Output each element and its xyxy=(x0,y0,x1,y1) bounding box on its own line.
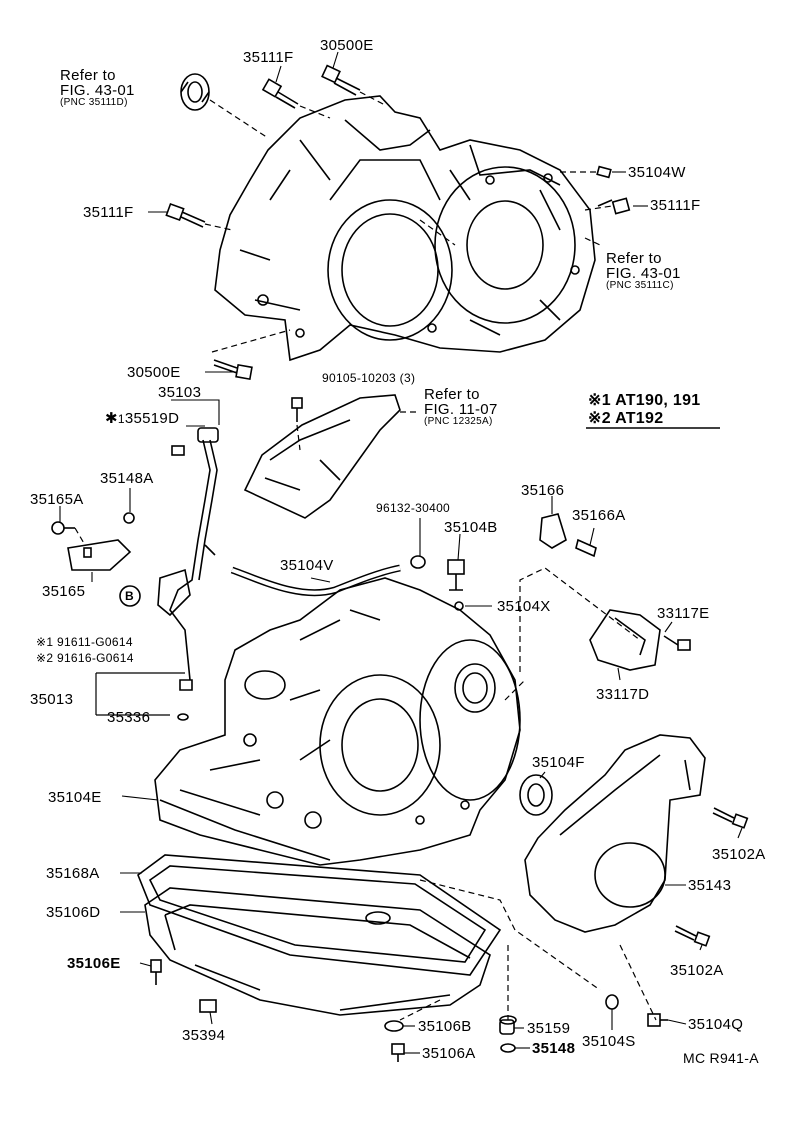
part-33117D: 33117D xyxy=(596,686,650,703)
part-35336: 35336 xyxy=(107,709,151,726)
bracket-35166 xyxy=(539,513,597,558)
ref-left-line1: Refer to xyxy=(60,67,116,84)
part-30500E-mid: 30500E xyxy=(127,364,181,381)
oil-seal-35104f xyxy=(519,774,553,816)
part-35166A: 35166A xyxy=(572,507,626,524)
o-ring-35336 xyxy=(177,713,189,721)
ref-right-line2: FIG. 43-01 xyxy=(606,265,681,282)
leader-dashes-upper xyxy=(204,91,613,353)
leader-lines xyxy=(59,51,743,1054)
ref-right-line3: (PNC 35111C) xyxy=(606,280,674,291)
part-35104X: 35104X xyxy=(497,598,551,615)
ref-left-line3: (PNC 35111D) xyxy=(60,97,128,108)
part-33117E: 33117E xyxy=(657,605,710,622)
oil-seal-left xyxy=(180,73,210,111)
ref-left-line2: FIG. 43-01 xyxy=(60,82,135,99)
bolt-35102a-top xyxy=(712,807,749,829)
ref-note-right: Refer to FIG. 43-01 (PNC 35111C) xyxy=(606,251,681,291)
part-35106A: 35106A xyxy=(422,1045,476,1062)
part-35148A: 35148A xyxy=(100,470,154,487)
part-35165A: 35165A xyxy=(30,491,84,508)
plug-35159 xyxy=(499,1019,515,1035)
part-35519D: ✱※1135519D xyxy=(105,410,180,427)
part-35106D: 35106D xyxy=(46,904,101,921)
circle-b-symbol xyxy=(119,585,141,607)
part-35106E: 35106E xyxy=(67,955,121,972)
lower-transaxle-case xyxy=(154,577,521,866)
plug-35106a xyxy=(391,1043,405,1062)
part-91611: ※1 91611-G0614 xyxy=(36,635,133,649)
gasket-35106b xyxy=(384,1020,404,1032)
part-35104S: 35104S xyxy=(582,1033,636,1050)
part-35168A: 35168A xyxy=(46,865,100,882)
part-35143: 35143 xyxy=(688,877,732,894)
side-cover-35143 xyxy=(524,734,706,933)
part-35159: 35159 xyxy=(527,1020,571,1037)
sup-1: 1 xyxy=(117,412,125,426)
breather-hose xyxy=(230,564,401,597)
bolt-35165a xyxy=(51,521,75,535)
part-35104F: 35104F xyxy=(532,754,585,771)
part-35106B: 35106B xyxy=(418,1018,472,1035)
ref-note-mid: Refer to FIG. 11-07 (PNC 12325A) xyxy=(424,387,498,427)
bolts-upper xyxy=(165,64,631,381)
ref-mid-line3: (PNC 12325A) xyxy=(424,416,493,427)
part-35102A-top: 35102A xyxy=(712,846,766,863)
ref-mid-line2: FIG. 11-07 xyxy=(424,401,498,418)
part-35104V: 35104V xyxy=(280,557,334,574)
oil-pan-35106d xyxy=(144,887,491,1016)
part-35103: 35103 xyxy=(158,384,202,401)
part-35102A-bottom: 35102A xyxy=(670,962,724,979)
part-35111F-right: 35111F xyxy=(650,197,701,214)
part-96132: 96132-30400 xyxy=(376,501,451,515)
circle-b-letter: B xyxy=(125,589,134,603)
union-35104b xyxy=(410,555,465,591)
legend-row-1: ※1 AT190, 191 xyxy=(588,392,701,409)
part-35104E: 35104E xyxy=(48,789,102,806)
bracket-35165 xyxy=(67,539,132,571)
bracket-33117d xyxy=(589,609,691,671)
part-35111F-top: 35111F xyxy=(243,49,294,66)
dipstick-tube xyxy=(157,427,219,691)
oil-strainer-plate xyxy=(243,394,401,519)
magnet-35394 xyxy=(199,999,217,1013)
oil-pan-gasket xyxy=(137,854,502,976)
leader-dashes-mid xyxy=(296,411,420,451)
part-35148: 35148 xyxy=(532,1040,576,1057)
part-35104B: 35104B xyxy=(444,519,498,536)
gasket-35148 xyxy=(500,1043,516,1053)
part-30500E-top: 30500E xyxy=(320,37,374,54)
o-ring-35104s xyxy=(605,994,619,1010)
legend-row-2: ※2 AT192 xyxy=(588,410,664,427)
ref-note-left: Refer to FIG. 43-01 (PNC 35111D) xyxy=(60,68,135,108)
star-mark: ✱ xyxy=(105,410,118,427)
clip-35519d xyxy=(171,445,185,456)
drain-plug-35106e xyxy=(150,959,162,985)
diagram-code: MC R941-A xyxy=(683,1050,759,1066)
ref-mid-line1: Refer to xyxy=(424,386,480,403)
leader-dashes-lower xyxy=(399,879,657,1021)
ref-right-line1: Refer to xyxy=(606,250,662,267)
clamp-35148a xyxy=(123,512,135,524)
part-35104W: 35104W xyxy=(628,164,686,181)
part-35111F-left: 35111F xyxy=(83,204,134,221)
part-90105: 90105-10203 (3) xyxy=(322,371,416,385)
fitting-35104q xyxy=(647,1013,668,1027)
part-35394: 35394 xyxy=(182,1027,226,1044)
part-35013: 35013 xyxy=(30,691,74,708)
part-35165: 35165 xyxy=(42,583,86,600)
part-91616: ※2 91616-G0614 xyxy=(36,651,134,665)
part-35166: 35166 xyxy=(521,482,565,499)
upper-transaxle-housing xyxy=(214,95,596,362)
part-35104Q: 35104Q xyxy=(688,1016,744,1033)
bolt-35102a-bottom xyxy=(674,925,711,947)
